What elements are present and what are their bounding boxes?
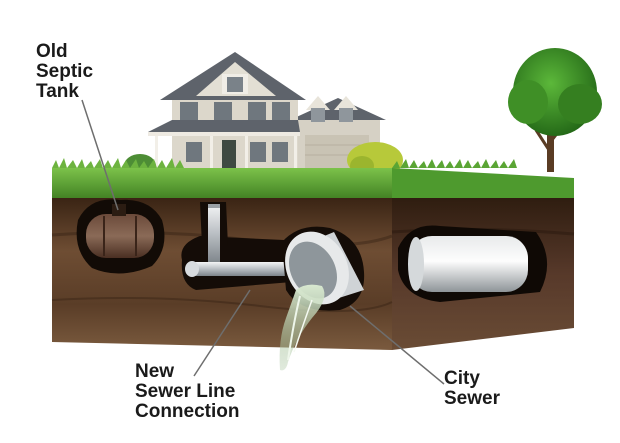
city-sewer-label: City Sewer (444, 368, 500, 409)
old-septic-tank (76, 199, 165, 274)
pointer-city-sewer (349, 305, 445, 385)
pointer-lines (81, 99, 445, 385)
pointer-old-septic (81, 99, 119, 211)
pointer-new-sewer (193, 289, 251, 377)
water-outflow (279, 284, 325, 371)
new-sewer-line-pipe (181, 202, 294, 290)
city-sewer-main-pipe (398, 225, 548, 302)
lawn (52, 158, 574, 200)
house (148, 52, 386, 168)
old-septic-tank-label: Old Septic Tank (36, 41, 94, 102)
new-sewer-line-label: New Sewer Line Connection (135, 361, 240, 422)
tree (508, 48, 602, 172)
